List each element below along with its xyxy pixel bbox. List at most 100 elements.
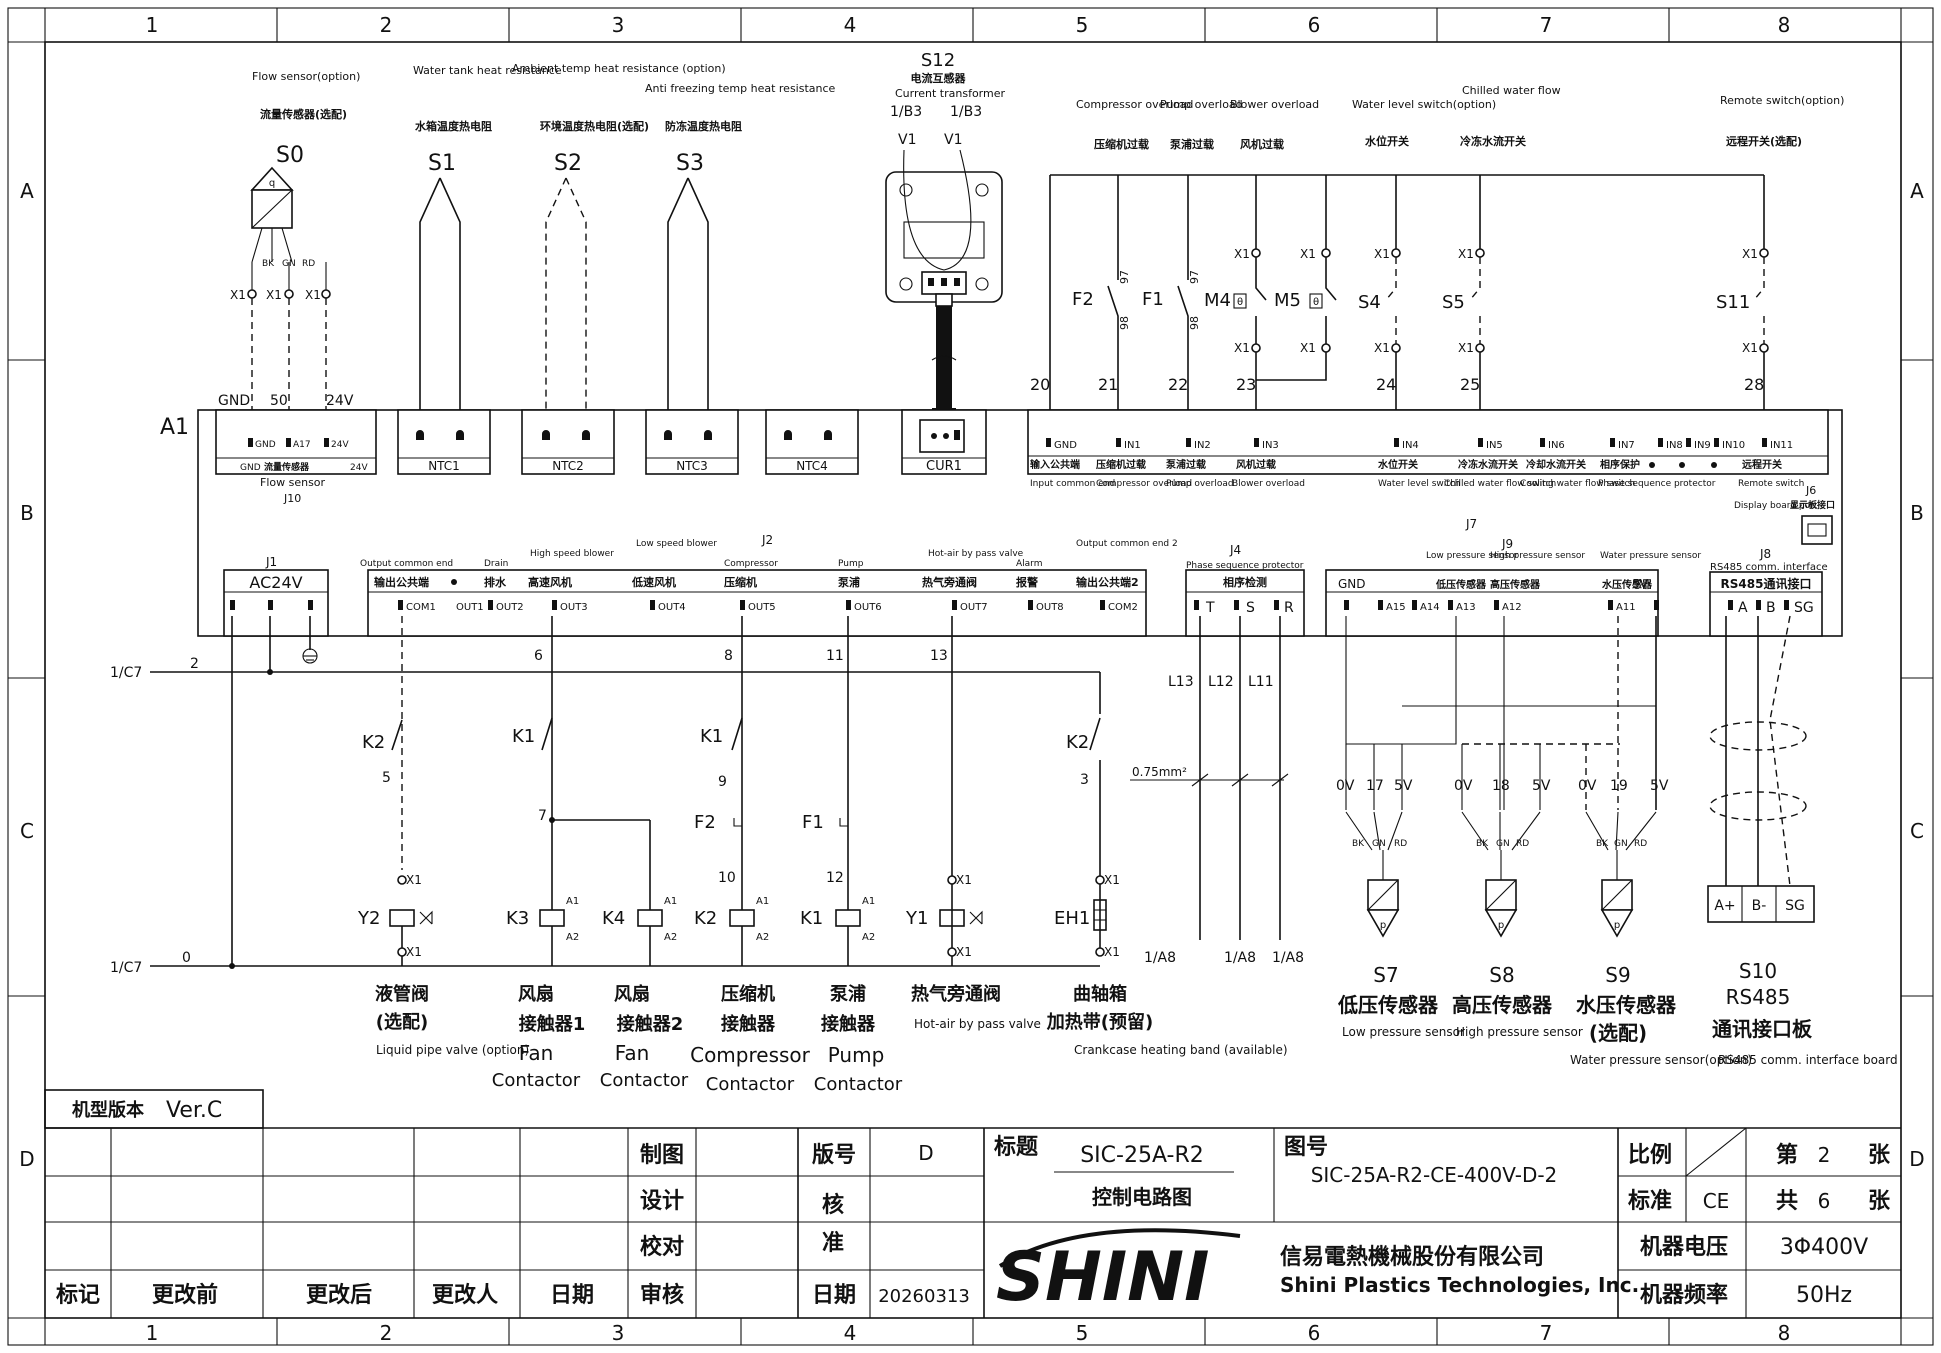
pin-label: OUT6	[854, 602, 882, 613]
overload-en: Water level switch(option)	[1352, 98, 1496, 111]
col-label: 7	[1540, 1321, 1553, 1345]
s12-cn: 电流互感器	[911, 71, 967, 85]
j10-foot: GND	[240, 463, 261, 473]
sensor-cn: 高压传感器	[1452, 993, 1553, 1017]
out-cn: 高速风机	[528, 575, 572, 589]
out-cn: 输出公共端2	[1076, 575, 1139, 589]
j10-cn: 流量传感器	[264, 461, 310, 473]
s1-en-label: Water tank heat resistance	[413, 64, 562, 77]
pin-label: GND	[1054, 440, 1077, 451]
contact-label: F2	[694, 812, 716, 833]
j6-cn: 显示板接口	[1790, 499, 1835, 511]
x1-terminal-label: X1	[1234, 247, 1250, 261]
grid-column-labels-top: 1 2 3 4 5 6 7 8	[146, 13, 1791, 37]
col-label: 3	[612, 13, 625, 37]
tap-label: 19	[1610, 778, 1628, 794]
j10-connector	[215, 409, 377, 475]
output-circuit: 1/C7 1/C7 2 0 K2 5 Y2 6 K1 7 K3 K4	[110, 615, 1898, 1095]
x1-terminal-label: X1	[1742, 341, 1758, 355]
in-en: Compressor overload	[1096, 479, 1192, 489]
tap-label: 0V	[1454, 778, 1473, 794]
svg-text:θ: θ	[1237, 297, 1243, 308]
contact-label: F1	[802, 812, 824, 833]
phase-ref: 1/A8	[1144, 950, 1176, 966]
role-label: 制图	[640, 1143, 684, 1168]
pin-label: OUT4	[658, 602, 686, 613]
pin-label: 24V	[331, 440, 349, 450]
in-en: Water level switch	[1378, 479, 1460, 489]
col-label: 4	[844, 1321, 857, 1345]
phase-line: L11	[1248, 674, 1274, 690]
version: Ver.C	[166, 1098, 222, 1123]
pin-label: A	[1738, 600, 1748, 616]
pin-label: IN10	[1722, 440, 1745, 451]
phase-connector-j4	[1185, 569, 1305, 637]
wire-number: 20	[1030, 375, 1050, 394]
overload-cn: 水位开关	[1365, 134, 1409, 148]
load-cn: 泵浦	[830, 983, 866, 1005]
in-cn: 风机过载	[1236, 458, 1276, 471]
cur1-label: CUR1	[926, 459, 962, 474]
pin-label: 5V	[1632, 577, 1649, 591]
wire-number: 25	[1460, 375, 1480, 394]
in-en: Phase sequence protector	[1598, 479, 1716, 489]
pin-label: GND	[255, 440, 276, 450]
ntc-label: NTC2	[552, 459, 584, 473]
load-cn: 压缩机	[721, 983, 775, 1005]
j10-foot: 24V	[350, 463, 368, 473]
s1-id: S1	[428, 151, 456, 176]
x1-terminal-label: X1	[406, 873, 422, 887]
x1-terminal-label: X1	[230, 288, 246, 302]
sensor-sub: RS485	[1726, 985, 1791, 1009]
col-label: 1	[146, 1321, 159, 1345]
grid-row-labels: A B C D A B C D	[19, 179, 1924, 1171]
load-cn: 风扇	[614, 983, 650, 1005]
col-label: 2	[380, 13, 393, 37]
ntc2-connector	[521, 409, 615, 475]
ntc4-connector	[765, 409, 859, 475]
sensor-cn: 低压传感器	[1337, 993, 1439, 1017]
title-block: 机型版本 Ver.C 标记 更改前 更改后 更改人 日期 制图	[44, 1089, 1901, 1318]
s0-en-label: Flow sensor(option)	[252, 70, 360, 83]
j4-id: J4	[1229, 543, 1241, 557]
in-cn: 压缩机过载	[1096, 458, 1146, 471]
pin-label: COM2	[1108, 602, 1138, 613]
load-cn: 液管阀	[375, 983, 429, 1005]
wire-number: 5	[382, 770, 391, 786]
x1-terminal-label: X1	[1374, 341, 1390, 355]
col-label: 1	[146, 13, 159, 37]
in-en: Remote switch	[1738, 479, 1804, 489]
out-cn: 输出公共端	[374, 575, 429, 589]
f1-contact-label: F1	[1142, 289, 1164, 310]
x1-terminal-label: X1	[1234, 341, 1250, 355]
pin-label: A12	[1502, 602, 1522, 613]
sensor-en: Low pressure sensor	[1342, 1025, 1465, 1039]
j9-en: Low pressure sensor	[1426, 551, 1518, 561]
sheet-label: 张	[1868, 1143, 1891, 1168]
coil-term: A2	[664, 932, 677, 943]
drawing-no-value: SIC-25A-R2-CE-400V-D-2	[1311, 1163, 1558, 1187]
s12-v: V1	[898, 132, 916, 148]
wire-number: 12	[826, 870, 844, 886]
rev-header: 更改前	[152, 1282, 218, 1308]
pin-label: A13	[1456, 602, 1476, 613]
x1-terminal-label: X1	[1300, 341, 1316, 355]
contact-label: K2	[362, 732, 385, 753]
date-label: 日期	[812, 1283, 856, 1308]
in-cn: 水位开关	[1377, 458, 1418, 471]
x1-terminal-label: X1	[956, 873, 972, 887]
x1-terminal-label: X1	[1742, 247, 1758, 261]
j2-id: J2	[761, 533, 773, 547]
wire-number: 11	[826, 648, 844, 664]
date-value: 20260313	[878, 1286, 970, 1307]
s3-cn-label: 防冻温度热电阻	[665, 119, 742, 133]
load-device: EH1	[1054, 908, 1090, 929]
overload-cn: 压缩机过载	[1094, 137, 1149, 151]
col-label: 5	[1076, 13, 1089, 37]
load-device: K1	[800, 908, 823, 929]
wire-number: 22	[1168, 375, 1188, 394]
standard-value: CE	[1703, 1189, 1730, 1213]
s3-id: S3	[676, 151, 704, 176]
version-label: 机型版本	[72, 1099, 144, 1121]
